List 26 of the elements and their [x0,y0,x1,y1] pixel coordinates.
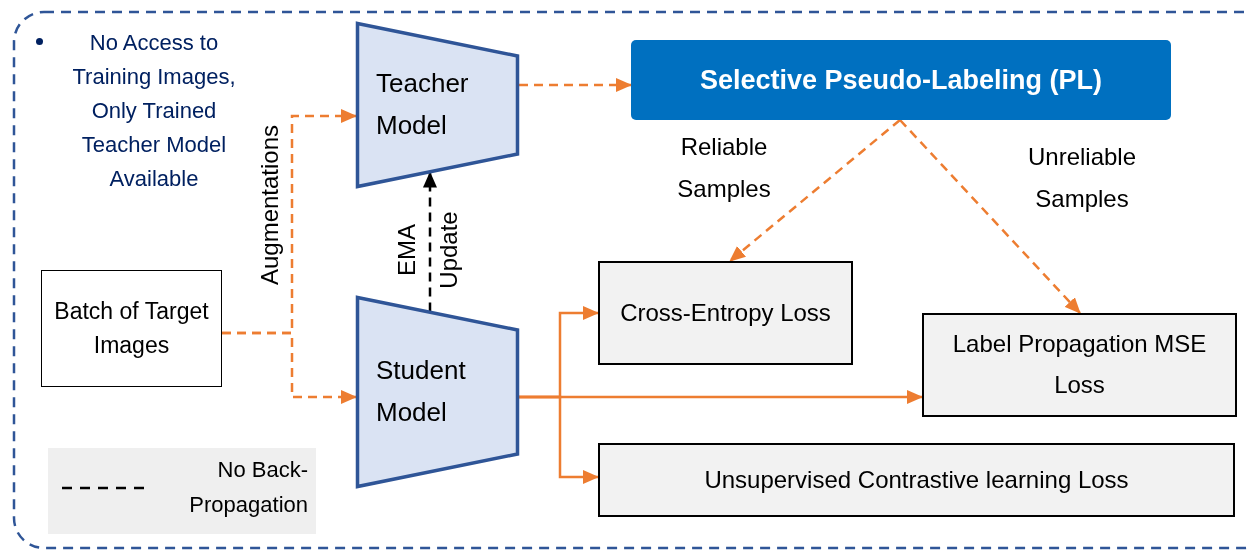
note-text: No Access to Training Images, Only Trained Teacher Model Available [71,29,237,194]
edge-label: Augmentations [255,123,284,288]
arrow [899,119,1081,314]
model-label: Teacher Model [376,67,470,142]
arrow [423,171,437,312]
model-trapezoid [356,296,519,488]
loss-label: Label Propagation MSE Loss [951,329,1208,400]
arrow [519,395,599,484]
model-label: Student Model [376,354,467,429]
input-box [41,270,222,387]
process-box [631,40,1171,120]
loss-label: Cross-Entropy Loss [620,297,831,328]
arrow [729,119,901,262]
legend-label: No Back-Propagation [188,456,308,520]
loss-box [598,261,853,365]
loss-label: Unsupervised Contrastive learning Loss [704,464,1129,495]
model-trapezoid [356,22,519,188]
arrow [222,331,357,404]
edge-label: EMA Update [392,210,463,291]
arrow [519,78,632,92]
process-label: Selective Pseudo-Labeling (PL) [699,64,1103,96]
loss-box [922,313,1237,417]
edge-label: Unreliable Samples [1026,142,1138,214]
loss-box [598,443,1235,517]
edge-label: Reliable Samples [676,132,772,204]
input-label: Batch of Target Images [53,297,210,360]
